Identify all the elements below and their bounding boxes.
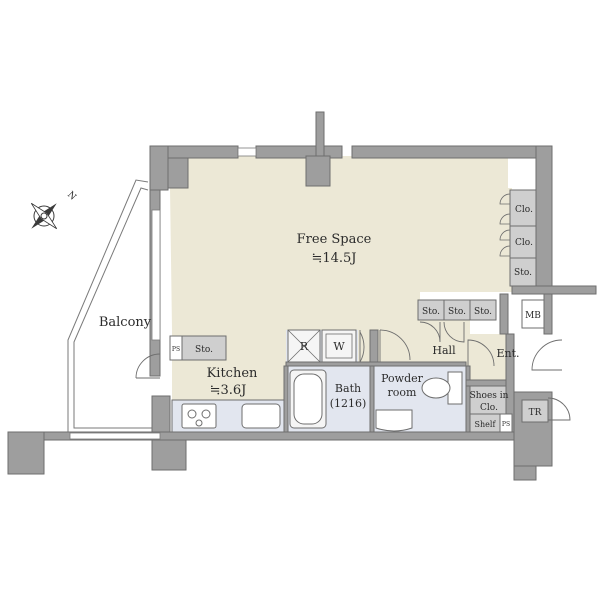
closet-2-label: Clo. [515,238,533,248]
washbasin-icon [375,409,413,432]
tr-box [521,399,549,423]
right-closets [499,189,537,287]
free-space-name: Free Space [297,232,372,247]
kitchen-storage [181,335,227,361]
shelf-label: Shelf [475,420,497,429]
powder-room-line2: room [388,386,418,399]
ps-right-box [499,413,513,433]
ps-left-label: PS [172,346,180,353]
tr-label: TR [529,408,542,418]
closet-door-swings [499,193,511,257]
hall-floor [380,318,470,366]
closet-1 [509,189,537,227]
bath-size: (1216) [330,397,367,410]
hall-name: Hall [432,344,456,357]
shoe-closet [469,385,507,415]
kitchen-counter [171,399,285,433]
hall-storage-row [417,299,497,321]
washer-label: W [333,340,345,353]
shoes-line2: Clo. [480,403,498,413]
free-space-floor [170,156,512,362]
powder-room-line1: Powder [381,372,424,385]
closet-1-label: Clo. [515,205,533,215]
mb-box [521,299,545,329]
fridge-label: R [300,340,309,353]
compass-north-label: N [65,190,78,203]
shoes-line1: Shoes in [470,391,509,401]
closet-2 [509,225,537,259]
windows [69,147,257,440]
entrance-floor [470,334,506,382]
storage-right [509,257,537,287]
storage-right-label: Sto. [514,268,532,278]
bathtub-icon [289,369,327,429]
washer-box [321,329,357,363]
kitchen-size: ≒3.6J [210,383,247,398]
storage-b-label: Sto. [448,307,466,317]
mb-label: MB [525,311,541,321]
balcony-name: Balcony [99,315,152,330]
toilet-icon [421,371,463,405]
door-swings [135,321,571,421]
stove-icon [181,403,217,429]
sink-icon [241,403,281,429]
bath-name: Bath [335,382,361,395]
ps-left-box [169,335,183,361]
kitchen-name: Kitchen [207,366,258,381]
compass-icon [30,202,58,230]
kitchen-storage-label: Sto. [195,345,213,355]
entrance-name: Ent. [496,347,519,360]
ps-right-label: PS [502,421,510,428]
balcony-rail [67,179,160,435]
free-space-size: ≒14.5J [311,251,356,266]
storage-a-label: Sto. [422,307,440,317]
storage-c-label: Sto. [474,307,492,317]
